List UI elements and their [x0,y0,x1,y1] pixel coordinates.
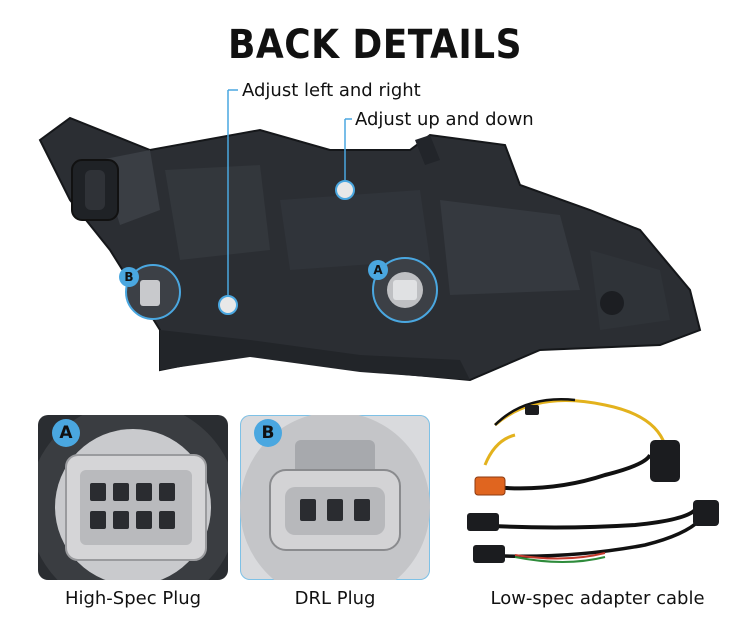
panel-a-badge: A [52,419,80,447]
marker-b: B [119,267,139,287]
drl-plug-caption: DRL Plug [294,588,376,609]
high-spec-plug-caption: High-Spec Plug [64,588,202,609]
adjust-left-right-label: Adjust left and right [242,80,421,101]
marker-a: A [368,260,388,280]
high-spec-plug-image [38,415,228,580]
panel-b-badge: B [254,419,282,447]
adapter-cable-image [467,398,719,563]
drl-plug-panel: B [240,415,430,580]
high-spec-plug-panel: A [38,415,228,580]
headlight-back-image [38,89,702,382]
adapter-cable-caption: Low-spec adapter cable [490,588,705,609]
drl-plug-image [240,415,430,580]
page-title: BACK DETAILS [228,22,522,68]
adjust-up-down-label: Adjust up and down [355,109,534,130]
